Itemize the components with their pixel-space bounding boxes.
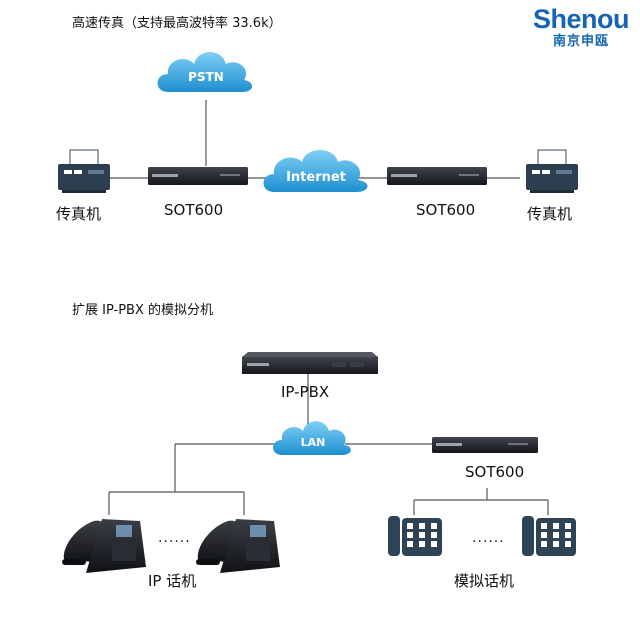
ip-phone-ellipsis: ...... (158, 530, 191, 546)
connection-lines-pbx (108, 374, 549, 515)
fax-machine-right-icon (526, 149, 578, 193)
internet-cloud-icon (263, 150, 368, 192)
sot600-right-device-icon (387, 167, 487, 185)
fax-machine-left-icon (58, 149, 110, 193)
fax-machine-left-label: 传真机 (56, 205, 102, 223)
ip-phone-left-icon (62, 519, 146, 573)
pstn-label: PSTN (188, 70, 224, 84)
sot600-left-label: SOT600 (164, 201, 224, 219)
brand-name: Shenou (533, 4, 630, 34)
internet-label: Internet (286, 170, 346, 185)
analog-phones-label: 模拟话机 (454, 572, 515, 590)
pbx-section-title: 扩展 IP-PBX 的模拟分机 (72, 303, 214, 318)
analog-phone-ellipsis: ...... (472, 530, 505, 546)
sot600-gateway-device-icon (432, 437, 538, 453)
lan-cloud-icon (273, 421, 351, 455)
fax-machine-right-label: 传真机 (527, 205, 573, 223)
ip-phone-right-icon (196, 519, 280, 573)
fax-section-title: 高速传真（支持最高波特率 33.6k） (72, 16, 282, 31)
lan-label: LAN (300, 436, 326, 449)
ip-pbx-label: IP-PBX (281, 383, 330, 401)
ip-pbx-server-icon (242, 352, 378, 374)
analog-phone-right-icon (522, 516, 576, 556)
shenou-logo: Shenou 南京申瓯 (529, 4, 633, 49)
pstn-cloud-icon (157, 52, 253, 92)
analog-phone-left-icon (388, 516, 442, 556)
ip-phones-label: IP 话机 (148, 572, 197, 590)
connection-lines-fax (110, 100, 520, 179)
sot600-right-label: SOT600 (416, 201, 476, 219)
sot600-gateway-label: SOT600 (465, 463, 525, 481)
sot600-left-device-icon (148, 167, 248, 185)
brand-name-cn: 南京申瓯 (552, 34, 609, 49)
